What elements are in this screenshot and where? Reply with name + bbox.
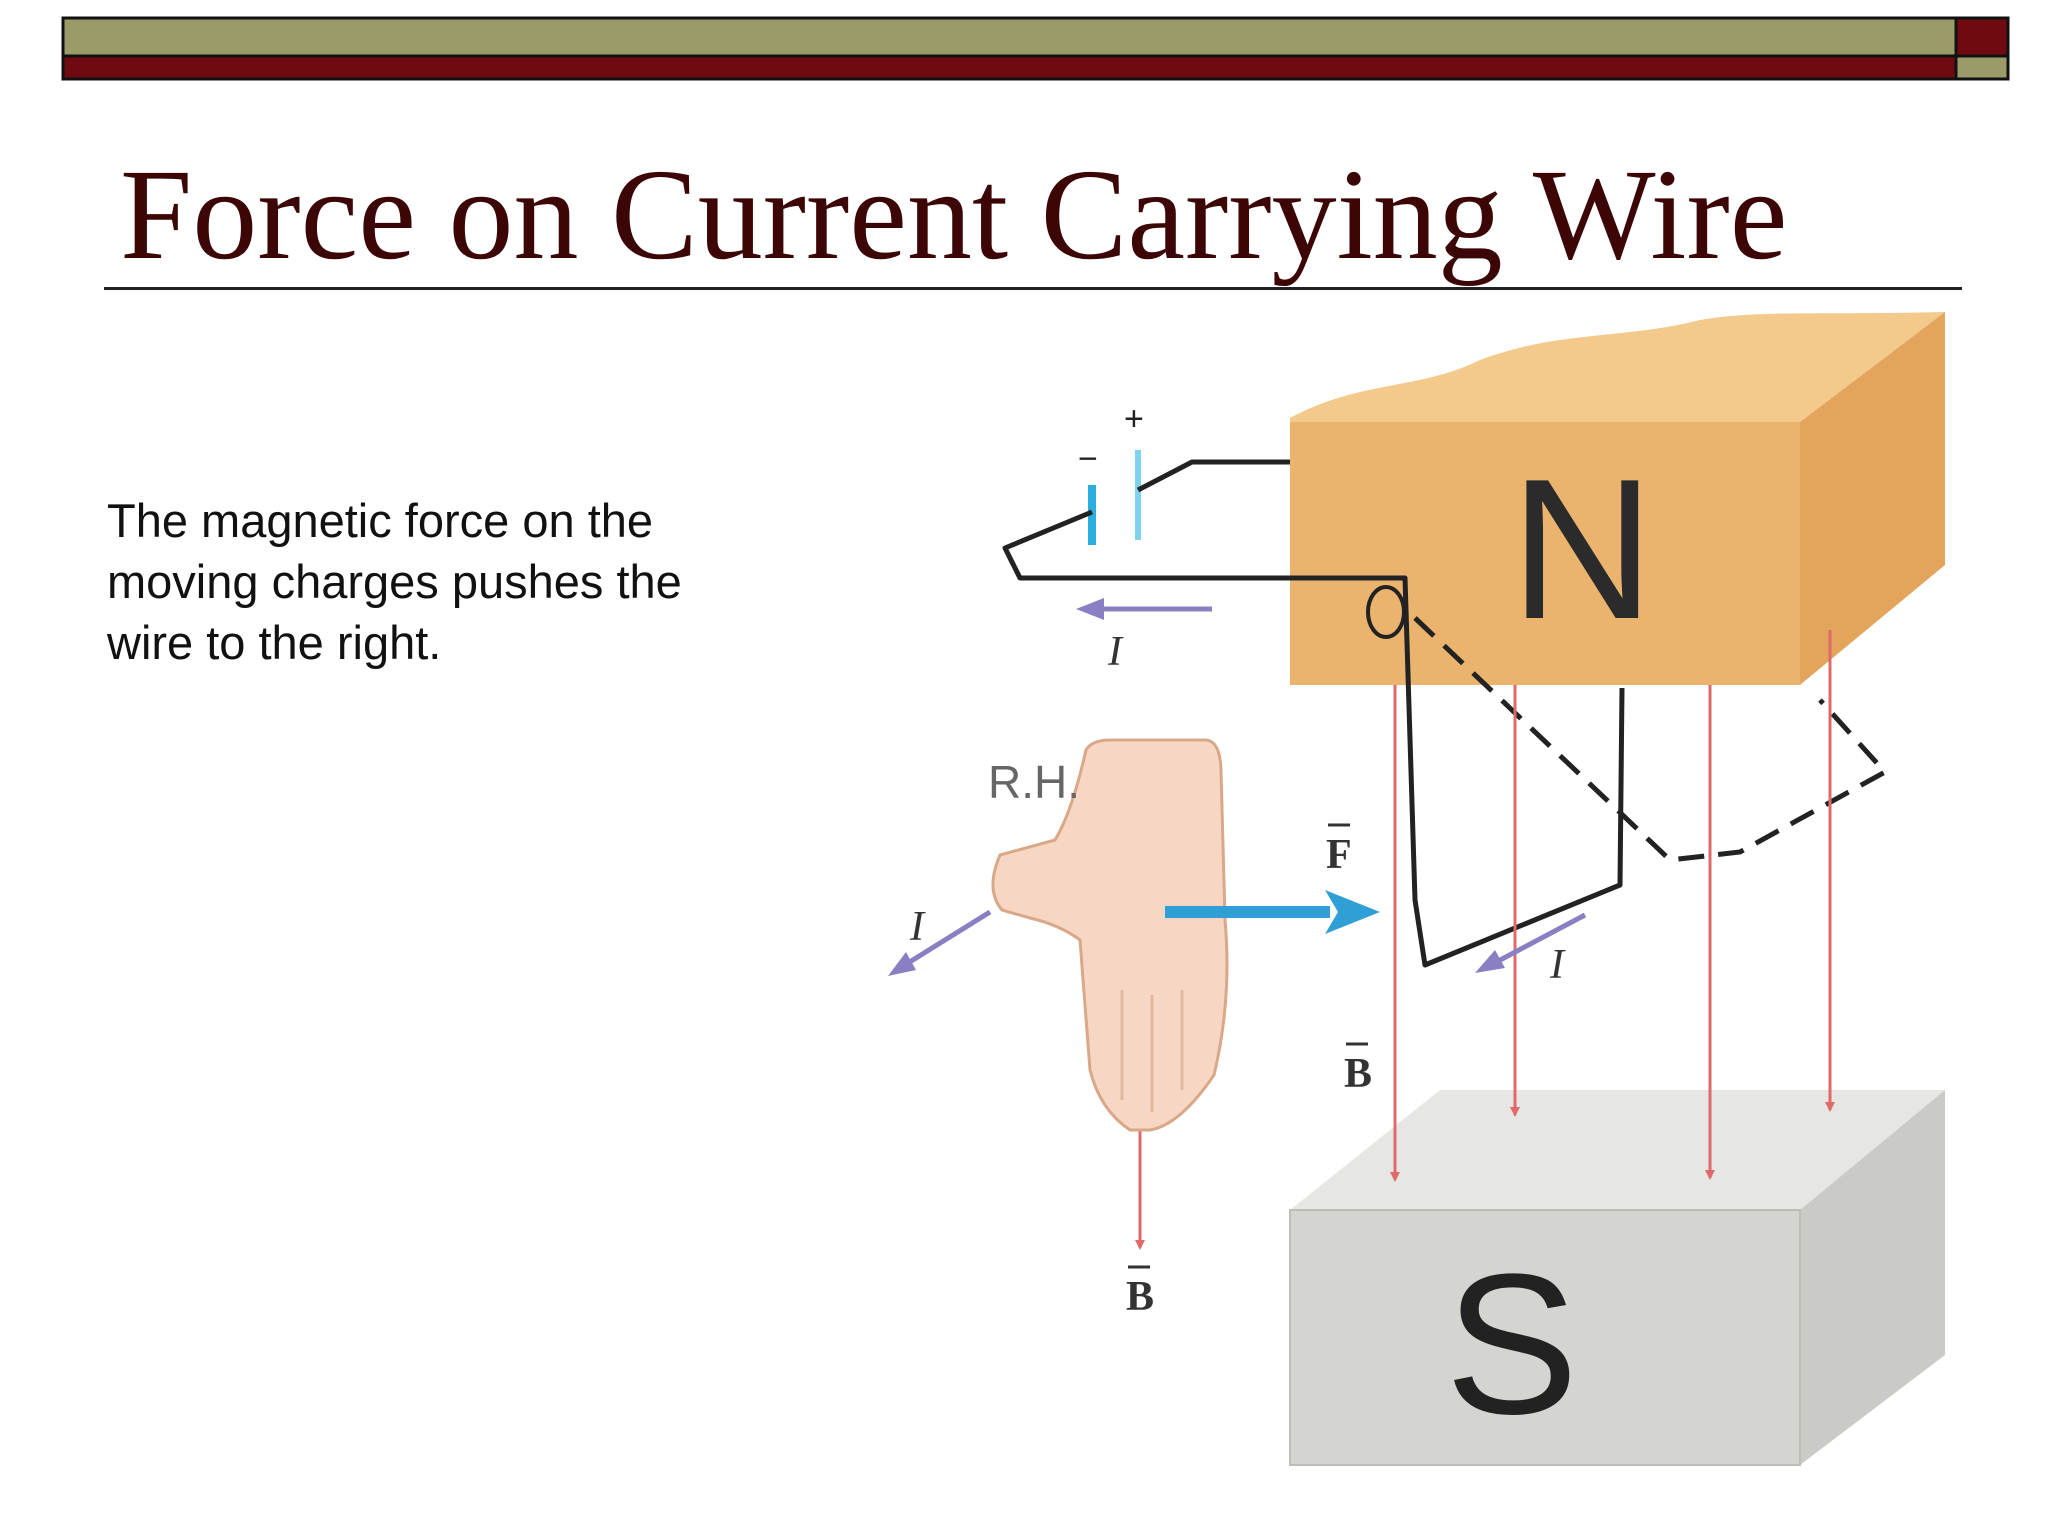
title-underline — [104, 287, 1962, 290]
south-magnet: S — [1289, 1090, 1945, 1466]
hand-finger-lines — [1120, 990, 1184, 1112]
north-magnet-side — [1800, 312, 1945, 685]
banner-maroon-stripe — [61, 54, 1958, 81]
field-label-main: B — [1344, 1042, 1372, 1097]
south-magnet-top — [1290, 1090, 1945, 1210]
field-arrows — [1135, 630, 1835, 1250]
wire-loop — [1002, 459, 1625, 968]
banner-corner-olive — [1954, 54, 2010, 81]
battery-plus: + — [1124, 400, 1144, 438]
current-arrowhead-hand — [888, 952, 916, 976]
current-arrowhead-top — [1076, 598, 1104, 620]
current-arrowhead-wire — [1475, 950, 1505, 973]
slide-title: Force on Current Carrying Wire — [120, 143, 1788, 287]
force-symbol: F — [1326, 832, 1352, 878]
wire-displaced-dashed — [1413, 616, 1889, 863]
wire-end-circle — [1366, 585, 1406, 639]
south-label: S — [1445, 1233, 1578, 1456]
current-label-wire: I — [1549, 942, 1566, 988]
battery: + − — [1078, 400, 1144, 545]
banner-olive-stripe — [61, 16, 1958, 58]
south-magnet-side — [1800, 1090, 1945, 1465]
body-text: The magnetic force on the moving charges… — [107, 494, 682, 669]
force-label: F — [1326, 823, 1352, 878]
south-magnet-front — [1289, 1209, 1801, 1466]
north-magnet: N — [1290, 312, 1945, 685]
field-label-hand: B — [1126, 1265, 1154, 1320]
current-arrow-wire — [1483, 912, 1587, 971]
force-arrow — [1165, 890, 1380, 934]
right-hand-icon: R.H. — [988, 738, 1229, 1132]
current-label-top: I — [1107, 629, 1124, 675]
hand-field-symbol: B — [1126, 1274, 1154, 1320]
banner-corner-maroon — [1954, 16, 2010, 58]
hand-label: R.H. — [988, 756, 1080, 808]
north-label: N — [1510, 438, 1654, 661]
force-arrowhead — [1325, 890, 1380, 934]
current-label-hand: I — [909, 904, 926, 950]
magnet-diagram: N S + − R.H. — [888, 312, 1945, 1466]
top-banner — [61, 16, 2010, 81]
north-magnet-front — [1290, 422, 1800, 685]
hand-palm — [991, 738, 1229, 1132]
battery-minus: − — [1078, 440, 1098, 478]
current-arrows — [888, 598, 1587, 976]
current-arrow-hand — [898, 909, 992, 971]
field-symbol: B — [1344, 1051, 1372, 1097]
north-magnet-top — [1290, 312, 1945, 422]
